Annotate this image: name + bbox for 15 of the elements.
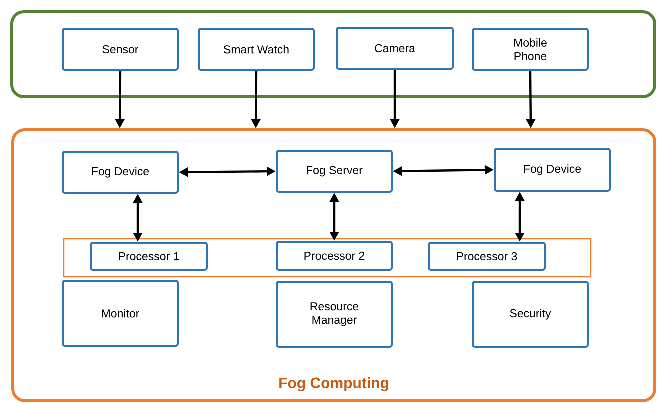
process-box: Processor 2 [276, 241, 393, 271]
process-box: Fog Server [276, 150, 393, 193]
process-box: Smart Watch [198, 28, 315, 71]
process-box: Sensor [62, 28, 179, 71]
process-box: Mobile Phone [472, 28, 589, 71]
process-box: Processor 3 [428, 242, 546, 271]
process-box: Camera [336, 27, 454, 70]
process-box: Fog Device [62, 151, 179, 194]
process-box: Monitor [62, 280, 179, 347]
device-group-box [10, 10, 656, 98]
processor-band [63, 238, 592, 278]
process-box: Fog Device [494, 148, 611, 192]
process-box: Resource Manager [276, 281, 393, 348]
process-box: Processor 1 [90, 242, 208, 271]
process-box: Security [472, 281, 589, 348]
